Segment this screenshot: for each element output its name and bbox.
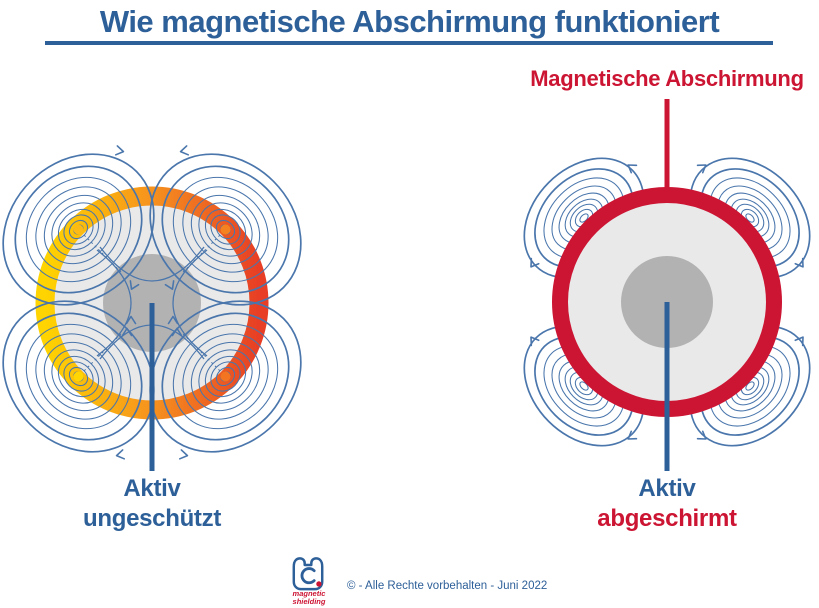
pole-axis-dashes: [83, 234, 221, 372]
right-caption: Aktiv abgeschirmt: [517, 474, 817, 534]
left-caption-line2: ungeschützt: [82, 505, 222, 532]
field-arrows-right: [530, 164, 804, 440]
logo-wordmark-line2: shielding: [292, 597, 326, 606]
pole-dot-se: [220, 371, 231, 382]
copyright-text: © - Alle Rechte vorbehalten - Juni 2022: [347, 580, 548, 592]
right-magnet-diagram: [523, 99, 811, 471]
right-caption-line2: abgeschirmt: [597, 505, 737, 532]
magnetic-shielding-logo-icon: [292, 557, 324, 591]
field-saddle-curves-left: [96, 246, 208, 360]
title-underline: [45, 41, 773, 45]
page-title: Wie magnetische Abschirmung funktioniert: [99, 4, 720, 39]
pole-dot-ne: [220, 224, 231, 235]
left-magnet-diagram: [2, 145, 302, 471]
field-arrows-left: [114, 145, 190, 460]
right-caption-line1: Aktiv: [638, 475, 696, 502]
left-caption: Aktiv ungeschützt: [2, 474, 302, 534]
logo-wordmark-line1: magnetic: [292, 589, 326, 598]
pole-dot-nw: [73, 224, 84, 235]
left-caption-line1: Aktiv: [123, 475, 181, 502]
pole-dot-sw: [73, 371, 84, 382]
shield-callout-label: Magnetische Abschirmung: [530, 66, 804, 91]
logo-wordmark: magnetic shielding: [281, 590, 337, 606]
